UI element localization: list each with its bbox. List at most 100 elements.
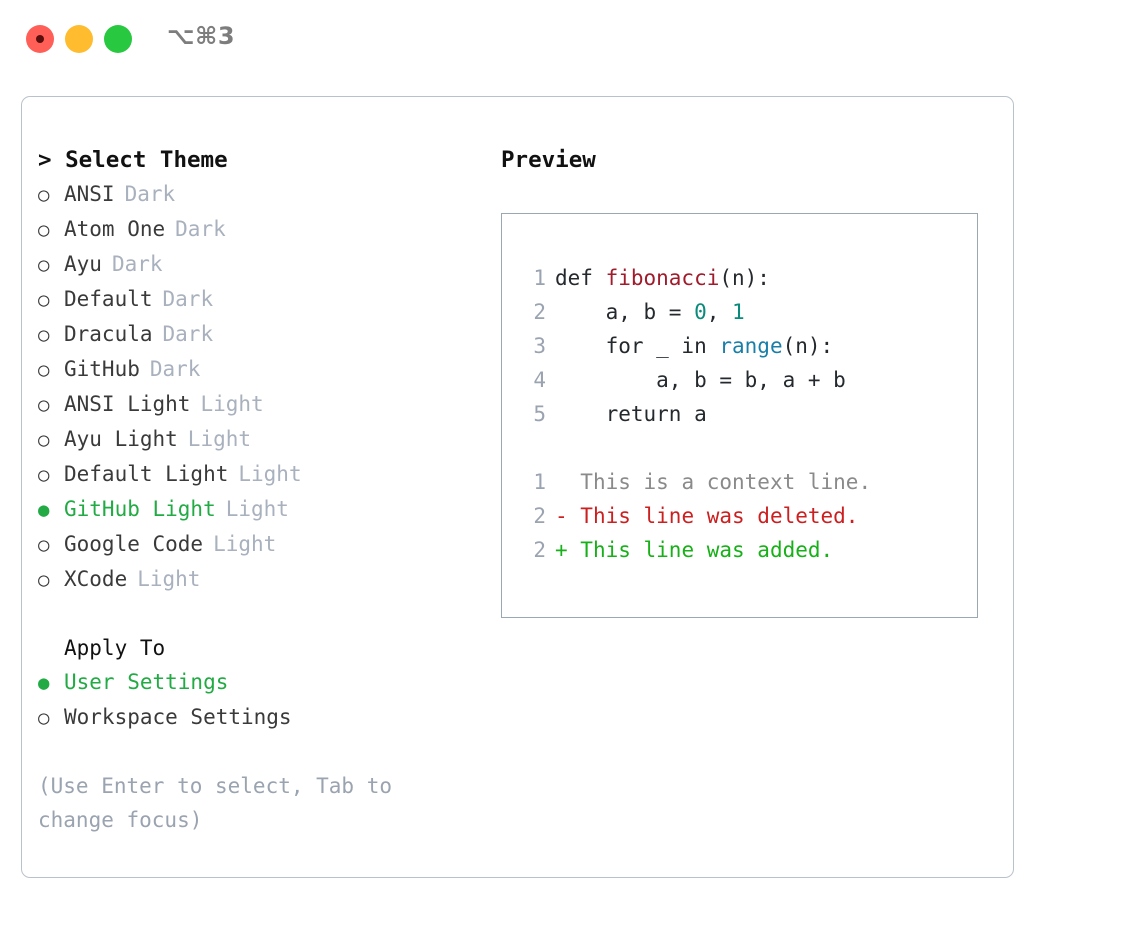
radio-unselected-icon[interactable]: ○ (38, 219, 50, 241)
apply-to-list[interactable]: ● User Settings ○ Workspace Settings (38, 665, 478, 735)
radio-unselected-icon[interactable]: ○ (38, 324, 50, 346)
theme-option-row[interactable]: ○ XCode Light (38, 562, 478, 597)
line-number: 5 (533, 402, 546, 426)
close-window-indicator-dot (36, 35, 44, 43)
theme-variant-badge: Dark (162, 322, 214, 346)
code-blank-separator (520, 431, 971, 465)
code-token: return a (555, 402, 707, 426)
diff-text: This line was added. (580, 538, 834, 562)
radio-selected-icon[interactable]: ● (38, 499, 50, 521)
diff-marker: + (555, 538, 581, 562)
diff-sample-block: 1 This is a context line.2- This line wa… (520, 465, 971, 567)
theme-option-row[interactable]: ○ Google Code Light (38, 527, 478, 562)
theme-option-row[interactable]: ○ Dracula Dark (38, 317, 478, 352)
code-token: def (555, 266, 606, 290)
apply-to-option-label: User Settings (64, 670, 229, 694)
code-token: 0 (694, 300, 707, 324)
radio-unselected-icon[interactable]: ○ (38, 534, 50, 556)
diff-marker: - (555, 504, 581, 528)
list-spacer (38, 597, 478, 631)
theme-variant-badge: Dark (111, 252, 163, 276)
theme-variant-badge: Dark (124, 182, 176, 206)
theme-option-row[interactable]: ○ GitHub Dark (38, 352, 478, 387)
line-number: 1 (533, 266, 546, 290)
keyboard-hint-text: (Use Enter to select, Tab to change focu… (38, 774, 405, 832)
code-token: 1 (732, 300, 745, 324)
radio-unselected-icon[interactable]: ○ (38, 184, 50, 206)
line-number: 4 (533, 368, 546, 392)
code-token: , (706, 300, 733, 324)
title-bar: ⌥⌘3 (0, 0, 1140, 78)
theme-option-label: Google Code (64, 532, 204, 556)
theme-variant-badge: Light (187, 427, 252, 451)
preview-heading: Preview (501, 147, 596, 173)
theme-option-label: Dracula (64, 322, 153, 346)
diff-text: This is a context line. (580, 470, 872, 494)
theme-option-label: ANSI (64, 182, 115, 206)
theme-option-label: XCode (64, 567, 128, 591)
theme-option-label: Ayu (64, 252, 102, 276)
code-line: 5 return a (520, 397, 971, 431)
radio-unselected-icon[interactable]: ○ (38, 569, 50, 591)
radio-unselected-icon[interactable]: ○ (38, 359, 50, 381)
code-token: (n): (782, 334, 834, 358)
theme-variant-badge: Dark (162, 287, 214, 311)
theme-variant-badge: Light (137, 567, 201, 591)
code-line: 4 a, b = b, a + b (520, 363, 971, 397)
maximize-window-button[interactable] (104, 25, 132, 53)
theme-option-row[interactable]: ○ ANSI Dark (38, 177, 478, 212)
theme-variant-badge: Light (213, 532, 277, 556)
minimize-window-button[interactable] (65, 25, 93, 53)
theme-variant-badge: Light (225, 497, 289, 521)
radio-selected-icon[interactable]: ● (38, 672, 50, 694)
line-number: 3 (533, 334, 546, 358)
code-token: for _ in (555, 334, 720, 358)
line-number: 2 (533, 504, 546, 528)
theme-option-row[interactable]: ○ Ayu Dark (38, 247, 478, 282)
apply-to-option-row[interactable]: ● User Settings (38, 665, 478, 700)
theme-option-row[interactable]: ● GitHub Light Light (38, 492, 478, 527)
radio-unselected-icon[interactable]: ○ (38, 707, 50, 729)
radio-unselected-icon[interactable]: ○ (38, 394, 50, 416)
code-line: 3 for _ in range(n): (520, 329, 971, 363)
line-number: 2 (533, 538, 546, 562)
theme-variant-badge: Dark (149, 357, 201, 381)
line-number: 2 (533, 300, 546, 324)
code-token: range (719, 334, 783, 358)
radio-unselected-icon[interactable]: ○ (38, 254, 50, 276)
apply-to-option-label: Workspace Settings (64, 705, 292, 729)
theme-option-label: ANSI Light (64, 392, 191, 416)
theme-option-row[interactable]: ○ ANSI Light Light (38, 387, 478, 422)
code-token: a, b = b, a + b (555, 368, 846, 392)
radio-unselected-icon[interactable]: ○ (38, 429, 50, 451)
code-token: (n): (719, 266, 770, 290)
theme-option-label: GitHub Light (64, 497, 216, 521)
theme-option-row[interactable]: ○ Default Light Light (38, 457, 478, 492)
diff-line: 2- This line was deleted. (520, 499, 971, 533)
diff-marker (555, 465, 580, 499)
theme-option-row[interactable]: ○ Ayu Light Light (38, 422, 478, 457)
apply-to-option-row[interactable]: ○ Workspace Settings (38, 700, 478, 735)
radio-unselected-icon[interactable]: ○ (38, 464, 50, 486)
diff-line: 2 + This line was added. (520, 533, 971, 567)
line-number: 1 (533, 470, 546, 494)
theme-option-label: GitHub (64, 357, 140, 381)
theme-option-label: Atom One (64, 217, 166, 241)
theme-variant-badge: Light (238, 462, 302, 486)
theme-option-label: Default Light (64, 462, 229, 486)
radio-unselected-icon[interactable]: ○ (38, 289, 50, 311)
code-line: 2 a, b = 0, 1 (520, 295, 971, 329)
select-theme-heading: > Select Theme (38, 147, 228, 173)
theme-variant-badge: Light (200, 392, 264, 416)
theme-option-label: Ayu Light (64, 427, 178, 451)
diff-line: 1 This is a context line. (520, 465, 971, 499)
